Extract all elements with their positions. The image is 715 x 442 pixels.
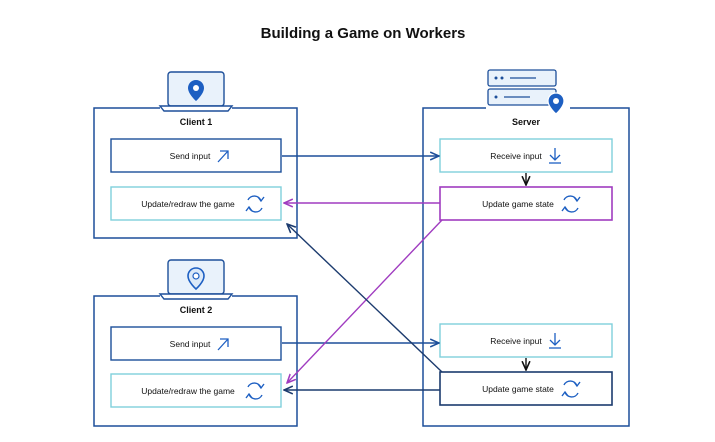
arrow-up-right-icon [217, 150, 229, 163]
arrow-up-right-icon [217, 338, 229, 351]
client2-send-input-label: Send input [170, 339, 211, 349]
client2-update-redraw-box: Update/redraw the game [110, 373, 282, 408]
sync-icon [245, 382, 265, 400]
server-update-state-box-1: Update game state [439, 186, 613, 221]
server-receive-input-box-2: Receive input [439, 323, 613, 358]
client1-send-input-label: Send input [170, 151, 211, 161]
server-update-state-label-1: Update game state [482, 199, 554, 209]
server-label: Server [512, 117, 541, 127]
state2-to-client1-arrow [287, 224, 443, 373]
client1-panel: Client 1 Send input Update/redraw the ga… [93, 71, 298, 239]
server-panel: Server Receive input Update game state R… [422, 69, 630, 427]
diagram-title: Building a Game on Workers [261, 25, 466, 42]
arrow-down-to-line-icon [549, 333, 561, 349]
client1-send-input-box: Send input [110, 138, 282, 173]
client2-label: Client 2 [180, 305, 213, 315]
client1-label: Client 1 [180, 117, 213, 127]
server-update-state-label-2: Update game state [482, 384, 554, 394]
server-update-state-box-2: Update game state [439, 371, 613, 406]
laptop-location-icon [158, 71, 234, 112]
laptop-location-icon [158, 259, 234, 300]
client1-update-redraw-label: Update/redraw the game [141, 199, 235, 209]
arrow-down-to-line-icon [549, 148, 561, 164]
client2-update-redraw-label: Update/redraw the game [141, 386, 235, 396]
server-receive-input-label-1: Receive input [490, 151, 542, 161]
sync-icon [245, 195, 265, 213]
sync-icon [561, 195, 581, 213]
client2-send-input-box: Send input [110, 326, 282, 361]
sync-icon [561, 380, 581, 398]
server-receive-input-box-1: Receive input [439, 138, 613, 173]
server-receive-input-label-2: Receive input [490, 336, 542, 346]
client2-panel: Client 2 Send input Update/redraw the ga… [93, 259, 298, 427]
server-location-icon [487, 69, 565, 115]
state1-to-client2-arrow [287, 219, 443, 383]
client1-update-redraw-box: Update/redraw the game [110, 186, 282, 221]
